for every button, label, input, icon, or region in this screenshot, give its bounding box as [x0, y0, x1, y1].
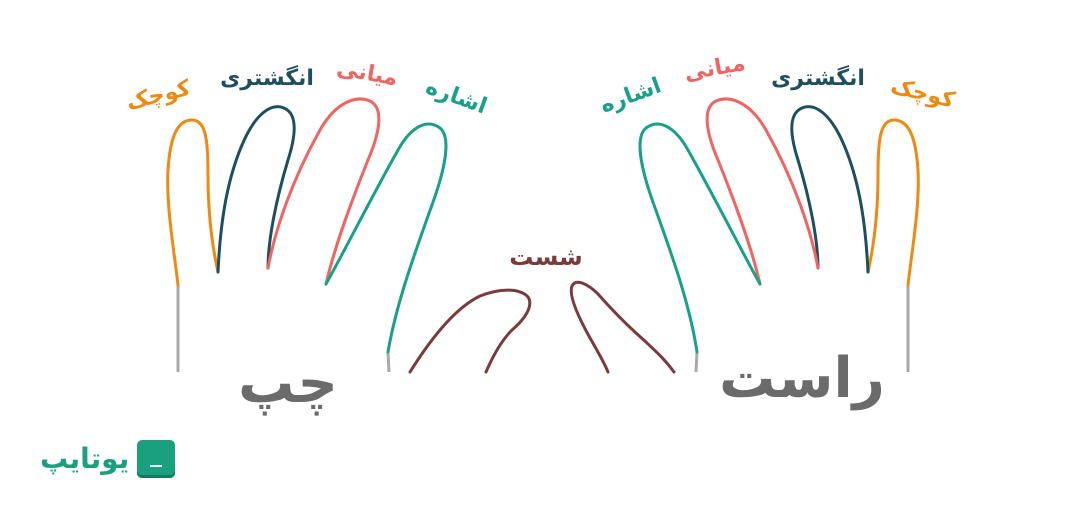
brand-logo: یوتایپ — [40, 440, 176, 478]
right-pinky-finger — [866, 118, 920, 287]
keyboard-key-icon — [137, 440, 176, 478]
right-thumb — [569, 280, 676, 374]
right-index-label: اشاره — [597, 73, 665, 118]
right-middle-label: میانی — [682, 51, 747, 86]
right-ring-finger — [790, 105, 870, 274]
left-middle-finger — [266, 97, 381, 286]
right-ring-label: انگشتری — [771, 64, 865, 91]
left-ring-finger — [216, 105, 296, 274]
left-hand-inner-wrist-line — [386, 351, 391, 373]
right-hand-inner-wrist-line — [694, 351, 699, 373]
right-pinky-label: کوچک — [888, 74, 957, 114]
right-hand-label: راست — [719, 346, 885, 411]
right-hand: کوچک انگشتری میانی اشاره راست — [569, 51, 957, 411]
left-middle-label: میانی — [335, 56, 400, 91]
left-pinky-finger — [166, 118, 220, 287]
left-ring-label: انگشتری — [220, 64, 314, 91]
brand-name: یوتایپ — [40, 442, 130, 475]
thumb-label: شست — [509, 243, 582, 271]
right-index-finger — [638, 122, 762, 354]
left-hand-label: چپ — [238, 351, 338, 416]
left-thumb — [408, 288, 532, 374]
left-index-finger — [324, 122, 448, 354]
right-middle-finger — [705, 97, 820, 286]
left-pinky-label: کوچک — [124, 76, 193, 116]
left-index-label: اشاره — [422, 74, 490, 119]
left-hand: کوچک انگشتری میانی اشاره چپ — [124, 56, 532, 416]
